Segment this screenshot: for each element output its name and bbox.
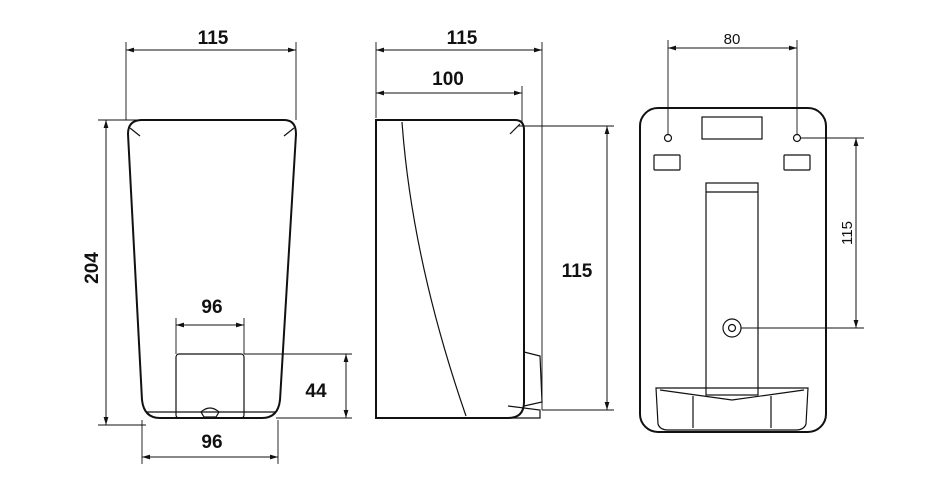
back-slot-left: [653, 154, 681, 171]
side-front-contour: [401, 121, 467, 417]
side-mount-block: [523, 351, 543, 407]
back-base-outline: [655, 387, 809, 431]
front-corner-mark-left: [129, 127, 141, 137]
label-side-depth-total: 115: [447, 28, 478, 49]
back-view: 80 115: [639, 31, 864, 433]
label-hole-spacing: 80: [724, 31, 741, 48]
front-view: 115 204 96 44 96: [82, 28, 352, 464]
side-view: 115 100 115: [375, 28, 614, 419]
label-base-width: 96: [201, 432, 222, 453]
label-front-height: 204: [82, 252, 103, 284]
front-corner-mark-right: [283, 127, 295, 137]
back-channel: [705, 182, 759, 396]
back-slot-right: [783, 154, 811, 171]
back-body-outline: [639, 107, 827, 433]
label-side-depth-body: 100: [432, 69, 464, 90]
nozzle: [200, 407, 220, 418]
push-button: [175, 353, 245, 419]
mount-hole-left: [663, 133, 673, 143]
label-front-width: 115: [198, 28, 229, 49]
side-nozzle: [507, 405, 541, 419]
side-body-outline: [375, 119, 525, 419]
label-side-height: 115: [562, 261, 593, 282]
label-button-width: 96: [201, 297, 222, 318]
label-vertical-spacing: 115: [839, 221, 856, 245]
label-button-height: 44: [305, 381, 327, 402]
front-body-outline: [126, 119, 298, 419]
back-label-slot: [701, 116, 763, 140]
